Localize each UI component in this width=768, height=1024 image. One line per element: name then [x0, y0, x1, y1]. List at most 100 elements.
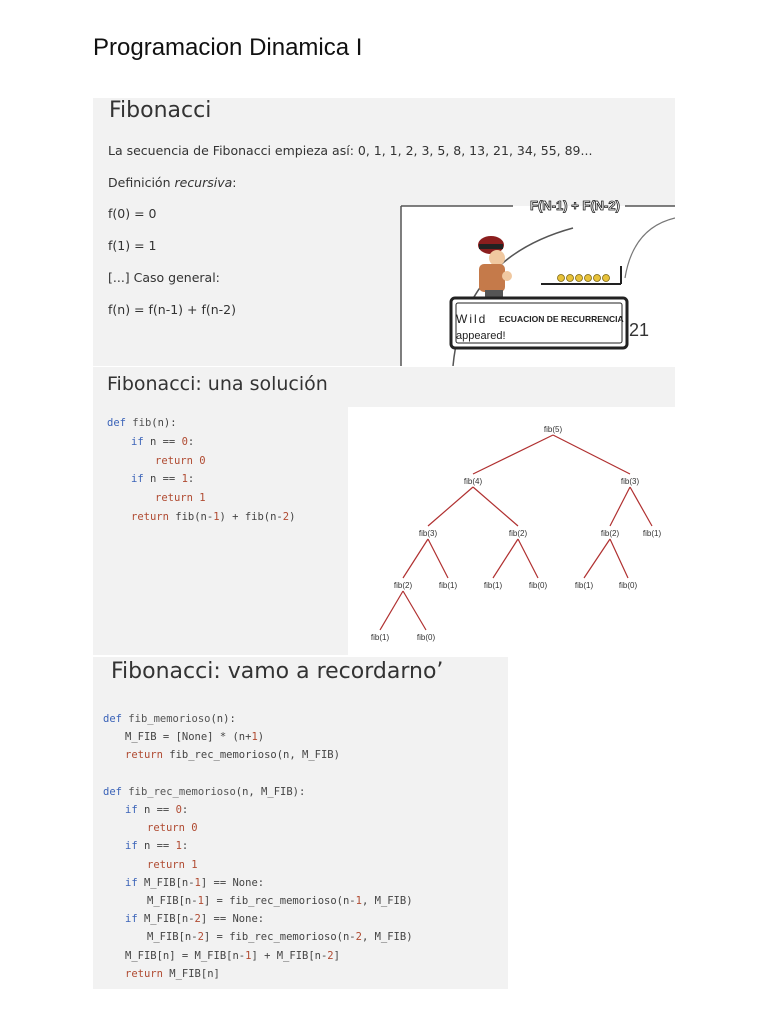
tree-edge: [629, 486, 653, 527]
document-title: Programacion Dinamica I: [93, 34, 363, 61]
code-line: M_FIB[n-2] = fib_rec_memorioso(n-2, M_FI…: [147, 931, 413, 943]
code-token: 1: [175, 840, 182, 853]
code-token: n ==: [143, 804, 176, 816]
code-token: fib_rec_memorioso: [128, 785, 236, 798]
code-token: ) + fib(n-: [219, 511, 283, 523]
code-token: if: [125, 876, 144, 889]
tree-edge: [379, 590, 404, 631]
code-token: ] = fib_rec_memorioso(n-: [203, 931, 356, 944]
code-token: def: [103, 785, 129, 798]
code-token: 1: [199, 492, 206, 505]
code-token: 0: [191, 822, 198, 835]
code-token: M_FIB = [None] * (n+: [125, 731, 252, 744]
code-token: M_FIB[n]: [169, 967, 220, 980]
code-token: if: [125, 840, 144, 853]
code-token: (n):: [151, 417, 177, 429]
code-line: M_FIB[n] = M_FIB[n-1] + M_FIB[n-2]: [125, 950, 340, 962]
code-token: return: [147, 858, 192, 871]
tree-node: fib(4): [464, 477, 483, 486]
code-token: M_FIB[n-: [143, 913, 195, 926]
code-token: 1: [251, 731, 258, 744]
code-line: def fib_memorioso(n):: [103, 713, 236, 725]
definition-prefix: Definición: [108, 175, 175, 190]
code-token: 1: [191, 858, 198, 871]
code-token: 0: [199, 454, 206, 467]
dialog-wild-text: Wild: [456, 312, 487, 326]
code-line: return M_FIB[n]: [125, 968, 220, 980]
code-token: def: [107, 417, 133, 429]
general-case-label: [...] Caso general:: [108, 270, 220, 285]
tree-node: fib(0): [417, 633, 436, 642]
tree-edge: [609, 486, 631, 527]
code-token: if: [131, 435, 150, 448]
slide-fibonacci-solution: Fibonacci: una solución def fib(n):if n …: [93, 367, 675, 655]
code-token: ): [257, 731, 265, 744]
code-token: 0: [181, 435, 188, 448]
code-token: :: [181, 840, 189, 853]
tree-node: fib(0): [529, 581, 548, 590]
code-token: return: [155, 492, 200, 505]
code-line: return 0: [147, 822, 198, 834]
code-token: 1: [181, 473, 188, 486]
dialog-box: [449, 296, 629, 350]
code-token: (n, M_FIB):: [235, 785, 306, 798]
definition-label: Definición recursiva:: [108, 175, 237, 190]
code-token: if: [131, 473, 150, 486]
code-token: fib_memorioso: [128, 713, 211, 725]
code-token: 1: [355, 895, 362, 907]
code-token: 1: [213, 511, 220, 523]
code-token: M_FIB[n-: [147, 931, 198, 944]
tree-node: fib(3): [621, 477, 640, 486]
code-line: M_FIB[n-1] = fib_rec_memorioso(n-1, M_FI…: [147, 895, 413, 907]
code-token: 0: [175, 804, 182, 816]
code-token: :: [187, 435, 195, 448]
code-token: 1: [197, 895, 204, 907]
recursion-tree-panel: fib(5)fib(4)fib(3)fib(3)fib(2)fib(2)fib(…: [348, 407, 675, 655]
code-token: :: [181, 804, 189, 816]
code-token: fib_rec_memorioso(n, M_FIB): [169, 749, 340, 762]
code-token: M_FIB[n-: [147, 895, 198, 907]
tree-edge: [472, 486, 519, 527]
code-token: 2: [355, 931, 362, 944]
tree-node: fib(2): [601, 529, 620, 538]
code-token: n ==: [149, 473, 182, 486]
base-case-0: f(0) = 0: [108, 206, 157, 221]
code-token: (n):: [210, 713, 236, 725]
tree-node: fib(0): [619, 581, 638, 590]
code-token: return: [125, 749, 170, 762]
tree-node: fib(2): [394, 581, 413, 590]
code-token: :: [187, 473, 195, 486]
code-line: M_FIB = [None] * (n+1): [125, 731, 264, 743]
tree-node: fib(1): [575, 581, 594, 590]
tree-node: fib(2): [509, 529, 528, 538]
meme-side-fragment: 21: [629, 320, 649, 340]
dialog-inner-border: [455, 302, 623, 344]
code-line: return fib_rec_memorioso(n, M_FIB): [125, 749, 340, 761]
code-line: if n == 1:: [131, 473, 194, 485]
code-token: fib: [132, 417, 152, 429]
code-line: def fib_rec_memorioso(n, M_FIB):: [103, 786, 305, 798]
tree-edge: [427, 538, 449, 579]
code-token: 2: [194, 913, 201, 926]
tree-node: fib(1): [643, 529, 662, 538]
definition-suffix: :: [232, 175, 237, 190]
code-token: 1: [194, 876, 201, 889]
tree-edge: [609, 538, 629, 579]
dialog-appeared-text: appeared!: [456, 330, 506, 342]
code-line: if M_FIB[n-1] == None:: [125, 877, 264, 889]
intro-text: La secuencia de Fibonacci empieza así: 0…: [108, 143, 593, 158]
code-token: if: [125, 913, 144, 926]
code-token: , M_FIB): [361, 895, 413, 907]
tree-edge: [472, 434, 554, 475]
code-token: ): [289, 511, 296, 523]
slide-title: Fibonacci: vamo a recordarno’: [111, 659, 444, 684]
pokemon-battle-meme: F(N-1) + F(N-2) Wild ECUACION DE RECURRE…: [400, 198, 675, 366]
base-case-1: f(1) = 1: [108, 238, 157, 253]
tree-node: fib(1): [371, 633, 390, 642]
tree-edge: [427, 486, 474, 527]
code-line: return fib(n-1) + fib(n-2): [131, 511, 295, 523]
dialog-enemy-name: ECUACION DE RECURRENCIA: [499, 314, 624, 324]
code-token: , M_FIB): [361, 931, 413, 944]
code-token: def: [103, 713, 129, 725]
code-token: if: [125, 804, 144, 816]
